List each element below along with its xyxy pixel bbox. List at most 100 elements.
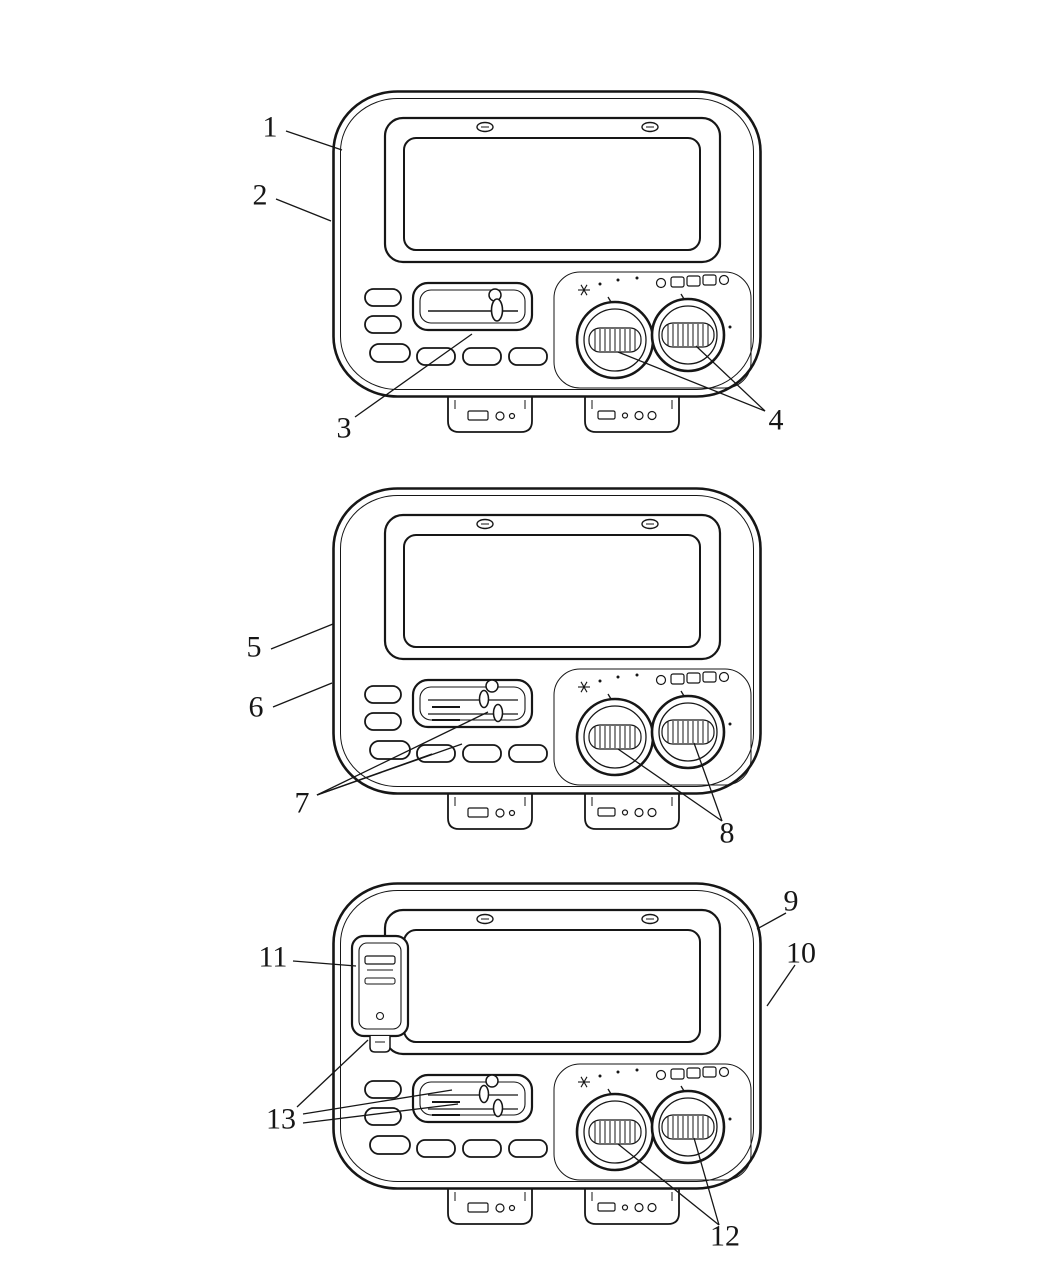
bezel-assembly-bottom [332,882,762,1225]
panel-button [462,347,502,366]
callout-8: 8 [617,742,735,850]
leader-line [693,1137,720,1226]
knob-recess [553,668,752,786]
leader-line [285,130,343,151]
display-frame [383,513,722,661]
slider-knob [485,1074,499,1088]
panel-button [508,744,548,763]
callout-2: 2 [253,179,332,222]
callout-number: 11 [259,941,288,974]
mounting-bracket-right [584,388,680,433]
snowflake-icon [580,1076,588,1088]
side-button [364,1080,402,1099]
callout-4: 4 [617,345,784,437]
callout-11: 11 [259,941,357,974]
slider-control-module [411,1073,534,1124]
leader-line [756,912,787,930]
callout-number: 4 [769,404,784,437]
leader-line [272,682,333,708]
mode-icon [702,671,717,683]
card-holder-clip [369,1036,391,1053]
mode-icon [670,1068,685,1080]
mounting-bracket-left [447,1180,533,1225]
leader-line [270,623,334,650]
callout-9: 9 [756,885,799,930]
mode-icon [670,276,685,288]
slider-knob [485,679,499,693]
callout-number: 10 [786,937,816,970]
panel-button [462,1139,502,1158]
mode-icon [686,275,701,287]
mode-icon [702,1066,717,1078]
panel-button [462,744,502,763]
mode-icon [718,1066,730,1078]
snowflake-icon [580,284,588,296]
mode-icon [655,277,667,289]
callout-6: 6 [249,682,333,724]
leader-line [302,1089,453,1115]
mounting-bracket-right [584,1180,680,1225]
callout-number: 12 [710,1220,740,1253]
callout-number: 8 [720,817,735,850]
leader-line [766,964,796,1007]
side-button [369,740,411,760]
rotary-knob-right [650,690,726,770]
side-button [364,712,402,731]
leader-line [296,1039,369,1108]
leader-line [693,742,723,822]
leader-line [292,960,357,967]
panel-button [508,1139,548,1158]
display-frame [383,116,722,264]
side-button [364,685,402,704]
leader-line [695,345,766,412]
panel-button [508,347,548,366]
mounting-bracket-right [584,785,680,830]
snowflake-icon [580,681,588,693]
leader-line [302,1103,459,1124]
leader-line [316,743,463,796]
display-opening [403,534,701,648]
callout-number: 5 [247,631,262,664]
callout-5: 5 [247,623,334,664]
leader-line [617,351,766,412]
callout-number: 13 [266,1103,296,1136]
display-opening [403,137,701,251]
bezel-assembly-top [332,90,762,433]
mode-icon [670,673,685,685]
slider-control-module [411,281,534,332]
mode-icon [686,1067,701,1079]
side-button [369,1135,411,1155]
bezel-assembly-middle [332,487,762,830]
side-button [364,315,402,334]
leader-line [617,1143,720,1226]
rotary-knob-right [650,293,726,373]
mode-icon [718,274,730,286]
mode-icon [718,671,730,683]
callout-number: 3 [337,412,352,445]
callout-number: 2 [253,179,268,212]
panel-button [416,1139,456,1158]
leader-line [617,748,723,822]
card-holder-module [350,934,410,1053]
callout-number: 9 [784,885,799,918]
mode-icon [686,672,701,684]
callout-number: 1 [263,111,278,144]
callout-3: 3 [337,333,473,445]
knob-recess [553,271,752,389]
slider-control-module [411,678,534,729]
mounting-bracket-left [447,388,533,433]
side-button [369,343,411,363]
callout-13: 13 [266,1039,459,1136]
callout-10: 10 [766,937,816,1007]
callout-number: 6 [249,691,264,724]
rotary-knob-right [650,1085,726,1165]
callout-7: 7 [295,711,489,820]
leader-line [316,711,489,796]
side-button [364,288,402,307]
mode-icon [655,674,667,686]
callout-12: 12 [617,1137,740,1253]
callout-1: 1 [263,111,343,151]
